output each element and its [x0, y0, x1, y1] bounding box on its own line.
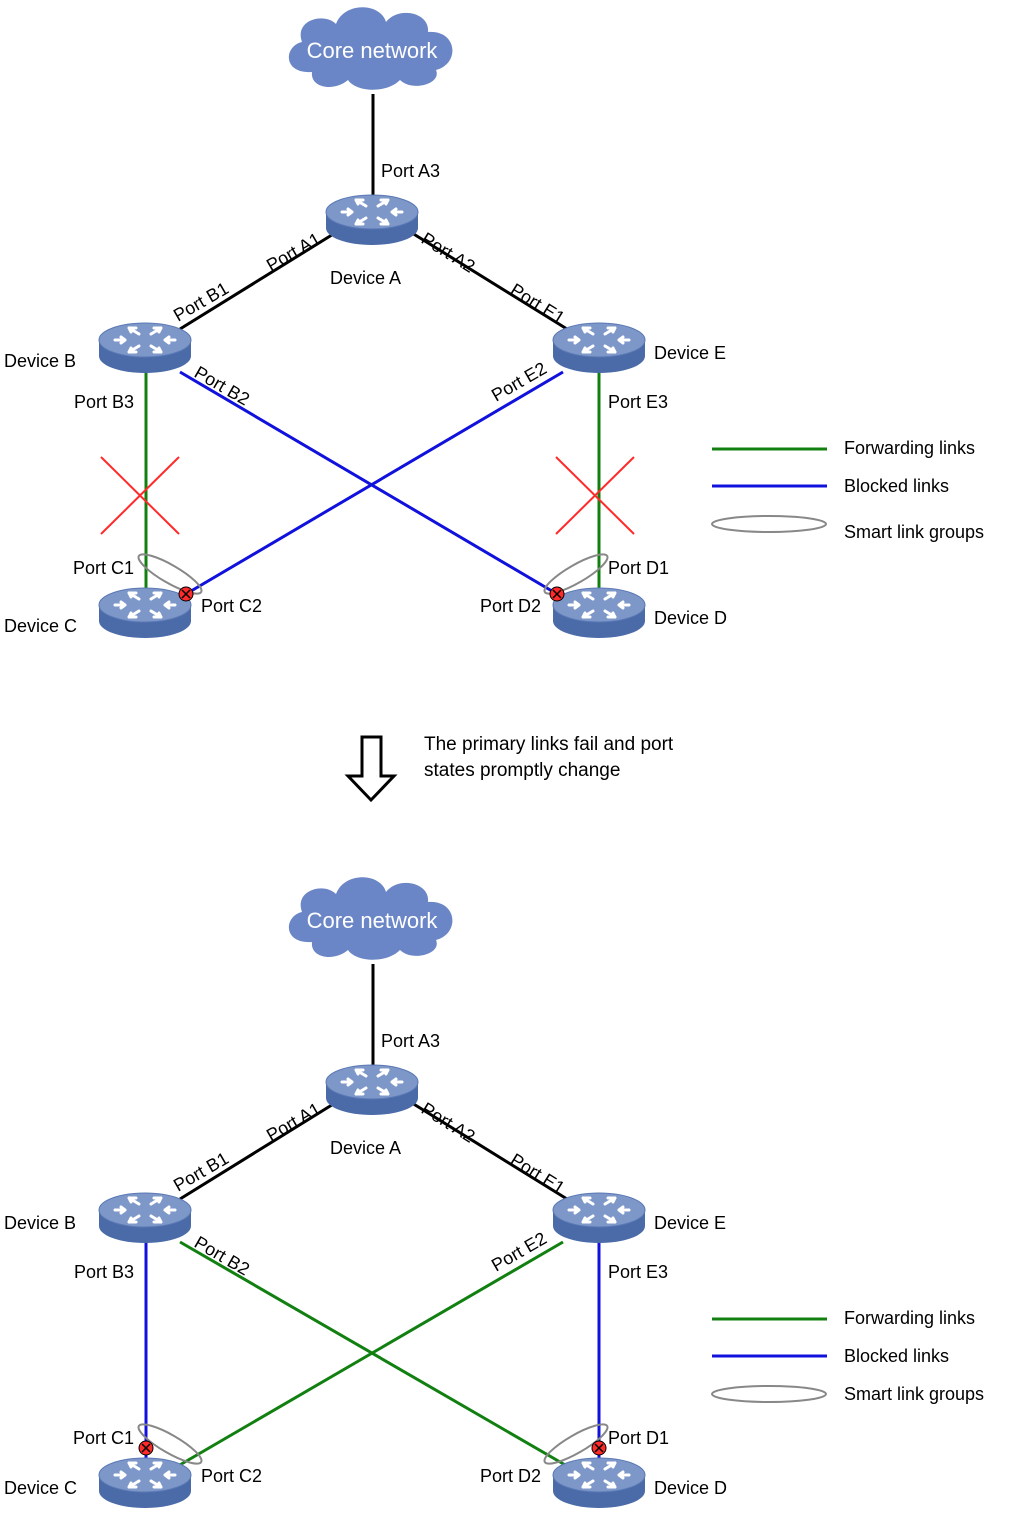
port-c1-label: Port C1	[73, 1428, 134, 1448]
bottom-diagram: Core network Device A Device B Device E …	[4, 877, 984, 1510]
legend-blocked-label: Blocked links	[844, 476, 949, 496]
device-a-label: Device A	[330, 268, 401, 288]
smart-link-group-d-ellipse	[543, 553, 609, 595]
port-d1-label: Port D1	[608, 1428, 669, 1448]
device-e-label: Device E	[654, 343, 726, 363]
port-d2-label: Port D2	[480, 596, 541, 616]
device-a-icon	[324, 1063, 420, 1117]
blocked-port-c2-icon	[178, 586, 194, 602]
link-a-e	[411, 1101, 568, 1201]
device-c-icon	[97, 586, 193, 640]
top-diagram: Core network Device A Device B Device E …	[4, 7, 984, 640]
legend-forwarding-label: Forwarding links	[844, 438, 975, 458]
port-e1-label: Port E1	[507, 1149, 569, 1198]
smart-link-group-d-ellipse	[543, 1423, 609, 1465]
device-c-label: Device C	[4, 616, 77, 636]
transition-line-1: The primary links fail and port	[424, 734, 674, 755]
link-b2-d2	[179, 1240, 568, 1468]
device-d-label: Device D	[654, 608, 727, 628]
device-b-label: Device B	[4, 1213, 76, 1233]
port-d2-label: Port D2	[480, 1466, 541, 1486]
device-b-icon	[97, 1191, 193, 1245]
legend-smart-group-label: Smart link groups	[844, 522, 984, 542]
core-network-label: Core network	[307, 38, 439, 63]
legend-forwarding-label: Forwarding links	[844, 1308, 975, 1328]
port-c1-label: Port C1	[73, 558, 134, 578]
port-b2-label: Port B2	[191, 1232, 253, 1279]
device-e-label: Device E	[654, 1213, 726, 1233]
legend-bottom: Forwarding links Blocked links Smart lin…	[711, 1308, 984, 1404]
blocked-port-c1-icon	[138, 1440, 154, 1456]
port-c2-label: Port C2	[201, 596, 262, 616]
port-b3-label: Port B3	[74, 1262, 134, 1282]
device-e-icon	[551, 1191, 647, 1245]
port-c2-label: Port C2	[201, 1466, 262, 1486]
blocked-port-d1-icon	[591, 1440, 607, 1456]
port-d1-label: Port D1	[608, 558, 669, 578]
device-d-icon	[551, 586, 647, 640]
core-network-label: Core network	[307, 908, 439, 933]
blocked-port-d2-icon	[549, 586, 565, 602]
port-a1-label: Port A1	[263, 1099, 324, 1146]
port-b3-label: Port B3	[74, 392, 134, 412]
device-a-label: Device A	[330, 1138, 401, 1158]
port-e3-label: Port E3	[608, 1262, 668, 1282]
link-a-b	[179, 231, 336, 331]
legend-top: Forwarding links Blocked links Smart lin…	[711, 438, 984, 542]
device-e-icon	[551, 321, 647, 375]
port-a3-label: Port A3	[381, 161, 440, 181]
device-d-label: Device D	[654, 1478, 727, 1498]
device-b-label: Device B	[4, 351, 76, 371]
down-arrow-icon	[344, 735, 398, 803]
link-a-b	[179, 1101, 336, 1201]
smart-link-group-c-ellipse	[137, 553, 203, 595]
device-a-icon	[324, 193, 420, 247]
failure-mark-e3-d1	[555, 456, 635, 535]
port-a2-label: Port A2	[418, 228, 479, 276]
device-c-icon	[97, 1456, 193, 1510]
device-d-icon	[551, 1456, 647, 1510]
transition: The primary links fail and port states p…	[344, 734, 674, 803]
legend-smart-group-swatch	[711, 515, 827, 533]
failure-mark-b3-c1	[100, 456, 180, 535]
link-e2-c2	[177, 1240, 564, 1468]
link-e2-c2	[185, 370, 564, 596]
legend-smart-group-label: Smart link groups	[844, 1384, 984, 1404]
smart-link-group-c-ellipse	[137, 1423, 203, 1465]
port-b2-label: Port B2	[191, 362, 253, 409]
device-b-icon	[97, 321, 193, 375]
legend-blocked-label: Blocked links	[844, 1346, 949, 1366]
port-a2-label: Port A2	[418, 1098, 479, 1146]
link-a-e	[411, 231, 568, 331]
legend-smart-group-swatch	[711, 1385, 827, 1403]
port-a1-label: Port A1	[263, 229, 324, 276]
port-a3-label: Port A3	[381, 1031, 440, 1051]
port-e1-label: Port E1	[507, 279, 569, 328]
link-b2-d2	[179, 370, 558, 596]
device-c-label: Device C	[4, 1478, 77, 1498]
port-e3-label: Port E3	[608, 392, 668, 412]
transition-line-2: states promptly change	[424, 760, 620, 781]
